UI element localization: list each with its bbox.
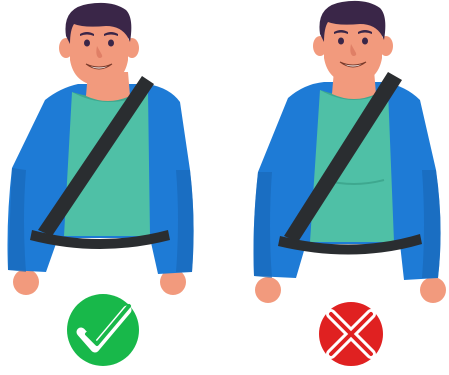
jacket-shadow-right bbox=[176, 170, 194, 272]
right-hand bbox=[420, 277, 446, 303]
jacket-shadow-right bbox=[422, 170, 441, 278]
person-incorrect-belt-figure bbox=[224, 0, 449, 375]
eye-left bbox=[338, 38, 344, 45]
shirt bbox=[310, 90, 394, 242]
red-cross-icon bbox=[319, 302, 383, 366]
eye-left bbox=[84, 40, 90, 47]
green-checkmark-icon bbox=[67, 294, 139, 366]
left-hand bbox=[255, 277, 281, 303]
shirt bbox=[64, 92, 150, 236]
eye-right bbox=[362, 38, 368, 45]
incorrect-seatbelt-illustration bbox=[224, 0, 449, 375]
left-hand bbox=[13, 269, 39, 295]
correct-seatbelt-illustration bbox=[0, 0, 225, 375]
jacket-shadow-left bbox=[254, 172, 273, 278]
person-correct-belt-figure bbox=[0, 0, 225, 375]
eye-right bbox=[108, 40, 114, 47]
